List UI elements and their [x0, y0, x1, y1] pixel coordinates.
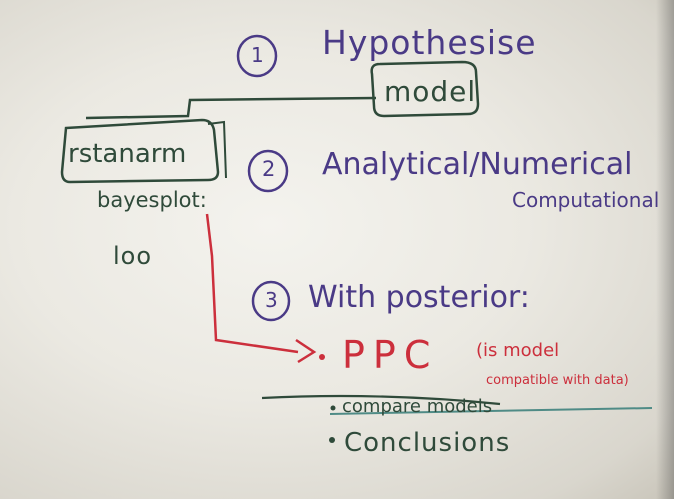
bullet-dot	[330, 405, 336, 411]
ppc-arrowhead	[295, 338, 317, 364]
bayesplot-label: bayesplot:	[97, 188, 207, 212]
bullet-dot	[329, 437, 335, 443]
step3-text: With posterior:	[308, 280, 530, 315]
step3-number: 3	[265, 288, 279, 312]
teal-line	[329, 407, 653, 415]
ppc-note-line2: compatible with data)	[486, 373, 629, 388]
connector-line	[85, 96, 377, 120]
model-box	[370, 60, 480, 118]
model-label: model	[384, 75, 477, 108]
step2-text: Analytical/Numerical	[322, 147, 633, 182]
step1-circle	[236, 34, 278, 78]
step1-text: Hypothesise	[322, 23, 537, 62]
ppc-arrow	[205, 213, 299, 354]
ppc-label: PPC	[342, 333, 439, 377]
step3-circle	[251, 280, 291, 322]
step2-circle	[247, 149, 289, 193]
bullet-conclusions: Conclusions	[344, 428, 511, 458]
rstanarm-box	[60, 118, 220, 184]
step2-subtext: Computational	[512, 188, 660, 212]
bullet-compare-models: compare models	[342, 396, 493, 417]
connector-line-lower	[207, 120, 227, 179]
separator-line	[261, 394, 501, 406]
rstanarm-label: rstanarm	[68, 139, 187, 169]
step1-number: 1	[251, 43, 265, 67]
ppc-note-line1: (is model	[476, 340, 560, 361]
loo-label: loo	[113, 242, 153, 270]
board-edge-shadow	[656, 0, 674, 499]
step2-number: 2	[262, 157, 277, 181]
bullet-dot	[319, 354, 325, 360]
